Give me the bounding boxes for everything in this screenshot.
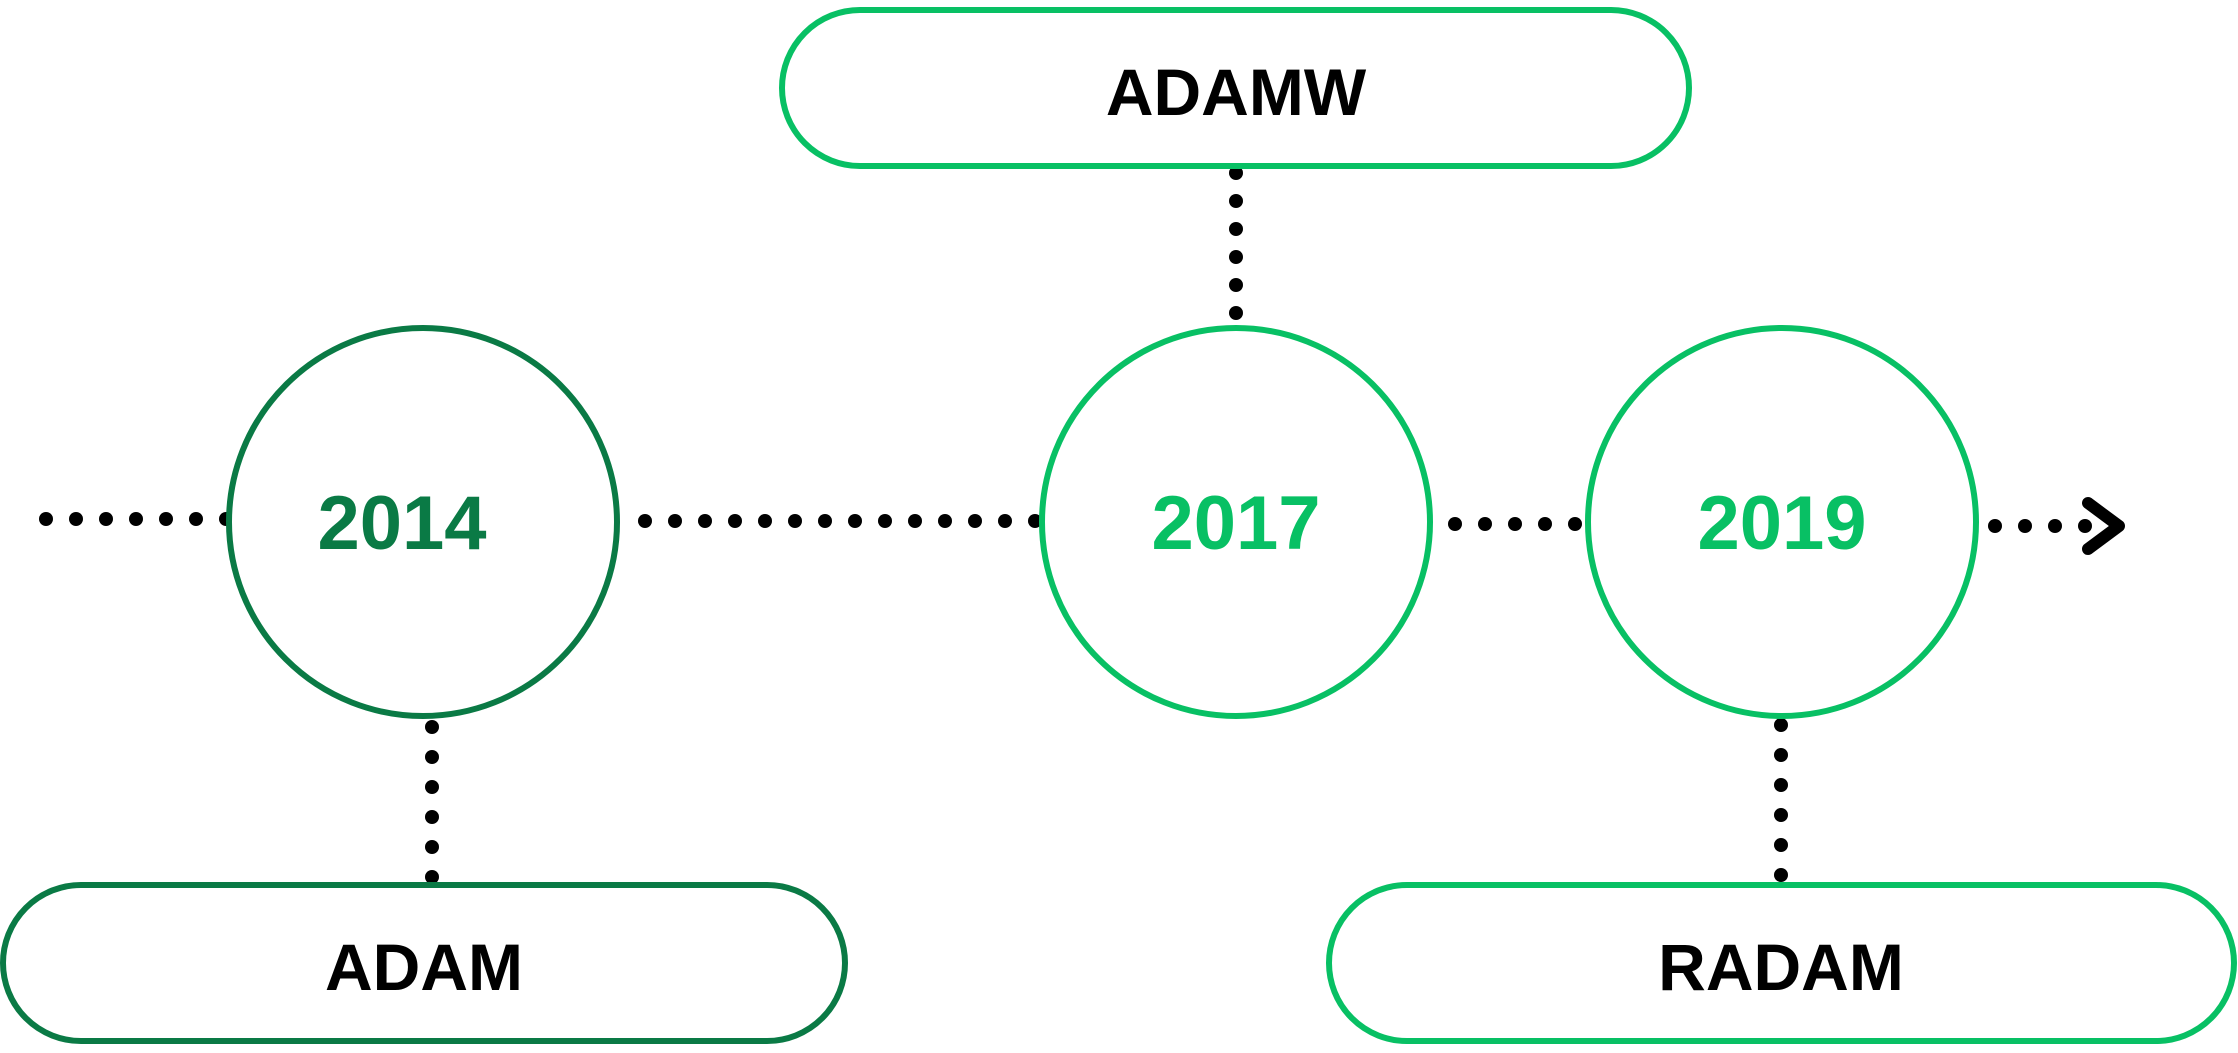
label-text-adamw: ADAMW — [1106, 55, 1367, 129]
timeline-dot — [2078, 519, 2092, 533]
milestone-year-2017: 2017 — [1151, 481, 1320, 566]
timeline-dot — [758, 514, 772, 528]
timeline-dot — [39, 512, 53, 526]
connector-dot — [1229, 222, 1243, 236]
timeline-dot — [818, 514, 832, 528]
connector-dot — [425, 810, 439, 824]
timeline-dot — [1538, 517, 1552, 531]
timeline-dot — [2018, 519, 2032, 533]
timeline-dot — [968, 514, 982, 528]
timeline-dot — [668, 514, 682, 528]
connector-dot — [1774, 778, 1788, 792]
milestone-circle-2019 — [1585, 325, 1979, 719]
timeline-dot — [638, 514, 652, 528]
label-pill-adam — [0, 882, 848, 1044]
connector-dot — [1774, 868, 1788, 882]
connector-dot — [425, 750, 439, 764]
timeline-dot — [1508, 517, 1522, 531]
connector-dot — [1229, 166, 1243, 180]
timeline-dot — [129, 512, 143, 526]
timeline-dot — [908, 514, 922, 528]
timeline-dot — [938, 514, 952, 528]
timeline-dot — [69, 512, 83, 526]
connector-dot — [425, 720, 439, 734]
connector-dot — [1774, 748, 1788, 762]
connector-dot — [1774, 838, 1788, 852]
label-text-adam: ADAM — [325, 930, 523, 1004]
timeline-dot — [1988, 519, 2002, 533]
milestone-circle-2014 — [226, 325, 620, 719]
connector-2017 — [1229, 166, 1243, 320]
timeline-dot — [698, 514, 712, 528]
timeline-dotted-line — [39, 512, 2092, 533]
label-text-radam: RADAM — [1658, 930, 1904, 1004]
connector-dot — [1229, 278, 1243, 292]
chevron-right-icon — [2082, 497, 2125, 555]
timeline-dot — [728, 514, 742, 528]
label-pill-adamw — [779, 7, 1692, 169]
label-pill-radam — [1326, 882, 2237, 1044]
connector-dot — [1229, 250, 1243, 264]
timeline-dot — [788, 514, 802, 528]
timeline-dot — [1568, 517, 1582, 531]
connector-dot — [1229, 194, 1243, 208]
milestone-year-2019: 2019 — [1697, 481, 1866, 566]
timeline-dot — [99, 512, 113, 526]
timeline-dot — [998, 514, 1012, 528]
timeline-dot — [1478, 517, 1492, 531]
timeline-dot — [189, 512, 203, 526]
connector-dot — [425, 840, 439, 854]
connector-2019 — [1774, 718, 1788, 882]
milestone-year-2014: 2014 — [317, 481, 486, 566]
connector-dot — [1774, 718, 1788, 732]
timeline-dot — [1448, 517, 1462, 531]
timeline-dot — [1028, 514, 1042, 528]
connector-dot — [1774, 808, 1788, 822]
timeline-dot — [159, 512, 173, 526]
connector-dot — [1229, 306, 1243, 320]
connector-dot — [425, 870, 439, 884]
connector-dot — [425, 780, 439, 794]
timeline-dot — [2048, 519, 2062, 533]
milestone-circle-2017 — [1039, 325, 1433, 719]
timeline-dot — [878, 514, 892, 528]
timeline-dot — [848, 514, 862, 528]
